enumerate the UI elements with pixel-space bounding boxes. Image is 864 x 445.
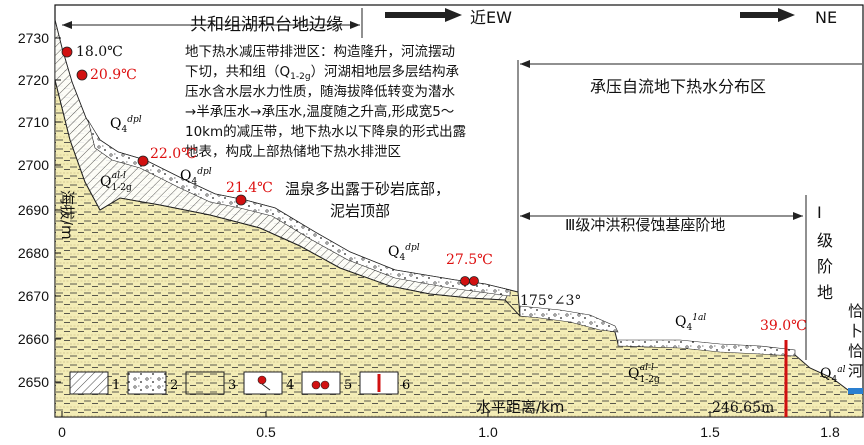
gravel-veneer-2 — [617, 339, 796, 357]
svg-text:地表，构成上部热储地下热水排泄区: 地表，构成上部热储地下热水排泄区 — [185, 144, 401, 160]
legend-label-6: 6 — [402, 378, 410, 393]
discharge-description: 地下热水减压带排泄区：构造隆升，河流摆动 下切，共和组（Q1-2g）河湖相地层多… — [185, 44, 467, 160]
x-axis-title: 水平距离/km — [476, 398, 564, 416]
svg-text:阶: 阶 — [817, 257, 833, 276]
spring-marker-5b — [469, 276, 479, 286]
svg-text:级: 级 — [817, 231, 833, 250]
svg-text:温泉多出露于砂岩底部，: 温泉多出露于砂岩底部， — [285, 180, 450, 198]
river-label: 恰 卜 恰 河 — [848, 302, 863, 380]
y-tick-label: 2730 — [18, 30, 49, 46]
svg-text:地: 地 — [817, 283, 833, 302]
spring-markers — [61, 46, 479, 286]
y-axis — [55, 37, 61, 383]
legend-label-5: 5 — [344, 378, 352, 393]
legend-label-2: 2 — [170, 378, 178, 393]
temperature-label-6: 39.0℃ — [760, 318, 807, 334]
left-title: 共和组湖积台地边缘 — [190, 15, 343, 35]
legend-swatch-5 — [301, 371, 341, 395]
legend-label-4: 4 — [286, 378, 294, 393]
terrace-upper-block — [519, 305, 619, 333]
y-axis-title: 海拔/m — [58, 190, 76, 240]
x-tick-label: 0 — [58, 424, 66, 440]
stratum-boundary — [54, 79, 521, 317]
y-tick-label: 2690 — [18, 202, 49, 218]
spring-marker-4 — [235, 194, 247, 206]
legend: 1 2 3 4 5 6 — [69, 371, 410, 395]
legend-label-3: 3 — [228, 378, 236, 393]
spring-note: 温泉多出露于砂岩底部， 泥岩顶部 — [285, 180, 450, 220]
direction-arrow-2 — [740, 12, 785, 18]
svg-text:压水含水层水力性质，随海拔降低转变为潜水: 压水含水层水力性质，随海拔降低转变为潜水 — [185, 84, 455, 100]
y-tick-label: 2700 — [18, 157, 49, 173]
terrace1-label: Ⅰ 级 阶 地 — [817, 203, 833, 302]
svg-text:地下热水减压带排泄区：构造隆升，河流摆动: 地下热水减压带排泄区：构造隆升，河流摆动 — [185, 44, 455, 60]
x-tick-label: 0.5 — [256, 424, 276, 440]
x-axis — [61, 411, 831, 417]
spring-marker-5a — [460, 276, 470, 286]
formation-q4dpl-1: Q4dpl — [110, 115, 142, 135]
temperature-label-3: 22.0℃ — [150, 146, 197, 162]
artesian-zone-label: 承压自流地下热水分布区 — [590, 77, 766, 96]
river-water — [848, 388, 863, 394]
spring-marker-1 — [61, 46, 73, 58]
svg-text:河: 河 — [848, 362, 863, 380]
legend-label-1: 1 — [112, 378, 120, 393]
depth-label: 246.65m — [712, 400, 774, 416]
svg-text:泥岩顶部: 泥岩顶部 — [330, 202, 390, 220]
svg-text:恰: 恰 — [848, 302, 863, 320]
direction-label-2: NE — [815, 8, 837, 27]
svg-text:下切，共和组（Q1-2g）河湖相地层多层结构承: 下切，共和组（Q1-2g）河湖相地层多层结构承 — [185, 63, 460, 82]
y-tick-label: 2650 — [18, 374, 49, 390]
y-tick-label: 2720 — [18, 72, 49, 88]
y-tick-label: 2680 — [18, 245, 49, 261]
gravel-veneer — [87, 119, 511, 297]
legend-swatch-2 — [127, 371, 167, 395]
y-tick-label: 2710 — [18, 114, 49, 130]
temperature-label-5: 27.5℃ — [446, 252, 493, 268]
temperature-label-4: 21.4℃ — [226, 180, 273, 196]
formation-q4dpl-3: Q4dpl — [388, 243, 420, 263]
svg-text:恰: 恰 — [848, 342, 863, 360]
temperature-label-2: 20.9℃ — [90, 67, 137, 83]
y-tick-label: 2660 — [18, 331, 49, 347]
svg-text:10km的减压带，地下热水以下降泉的形式出露: 10km的减压带，地下热水以下降泉的形式出露 — [185, 123, 467, 140]
y-tick-label: 2670 — [18, 288, 49, 304]
svg-text:→半承压水→承压水,温度随之升高,形成宽5～: →半承压水→承压水,温度随之升高,形成宽5～ — [185, 103, 454, 120]
svg-text:Ⅰ: Ⅰ — [817, 203, 822, 222]
spring-marker-3 — [137, 155, 149, 167]
attitude-label: 175°∠3° — [520, 293, 581, 309]
temperature-label-1: 18.0℃ — [76, 44, 123, 60]
svg-text:卜: 卜 — [848, 322, 863, 340]
terrace3-label: Ⅲ级冲洪积侵蚀基座阶地 — [565, 216, 725, 234]
legend-swatch-1 — [69, 371, 109, 395]
direction-label-1: 近EW — [470, 8, 512, 27]
formation-q4al: Q41al — [675, 313, 706, 333]
x-tick-label: 1.0 — [478, 424, 498, 440]
x-tick-label: 1.5 — [700, 424, 720, 440]
legend-swatch-3 — [185, 371, 225, 395]
spring-marker-2 — [76, 69, 88, 81]
direction-arrow-1 — [385, 12, 455, 18]
x-tick-label: 1.8 — [820, 424, 840, 440]
